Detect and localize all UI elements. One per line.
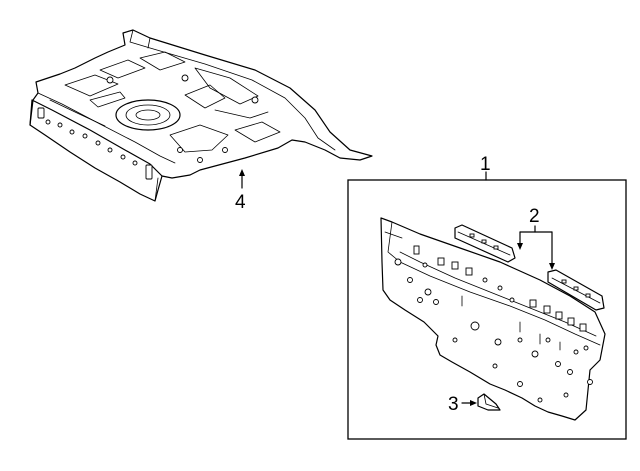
callout-3: 3 [448, 394, 477, 415]
small-bracket-part [477, 393, 501, 411]
reinforcement-bracket-lower [547, 269, 605, 311]
reinforcement-bracket-upper [454, 224, 516, 263]
callout-1-label: 1 [480, 154, 491, 175]
callout-2-label: 2 [529, 206, 540, 227]
callout-4: 4 [235, 169, 246, 213]
callout-2: 2 [517, 206, 555, 270]
rear-floor-pan-part [29, 29, 373, 202]
assembly-frame [347, 179, 627, 440]
callout-4-label: 4 [235, 192, 246, 213]
rear-body-panel-part [380, 217, 606, 421]
callout-3-label: 3 [448, 394, 459, 415]
callout-1: 1 [480, 154, 491, 181]
